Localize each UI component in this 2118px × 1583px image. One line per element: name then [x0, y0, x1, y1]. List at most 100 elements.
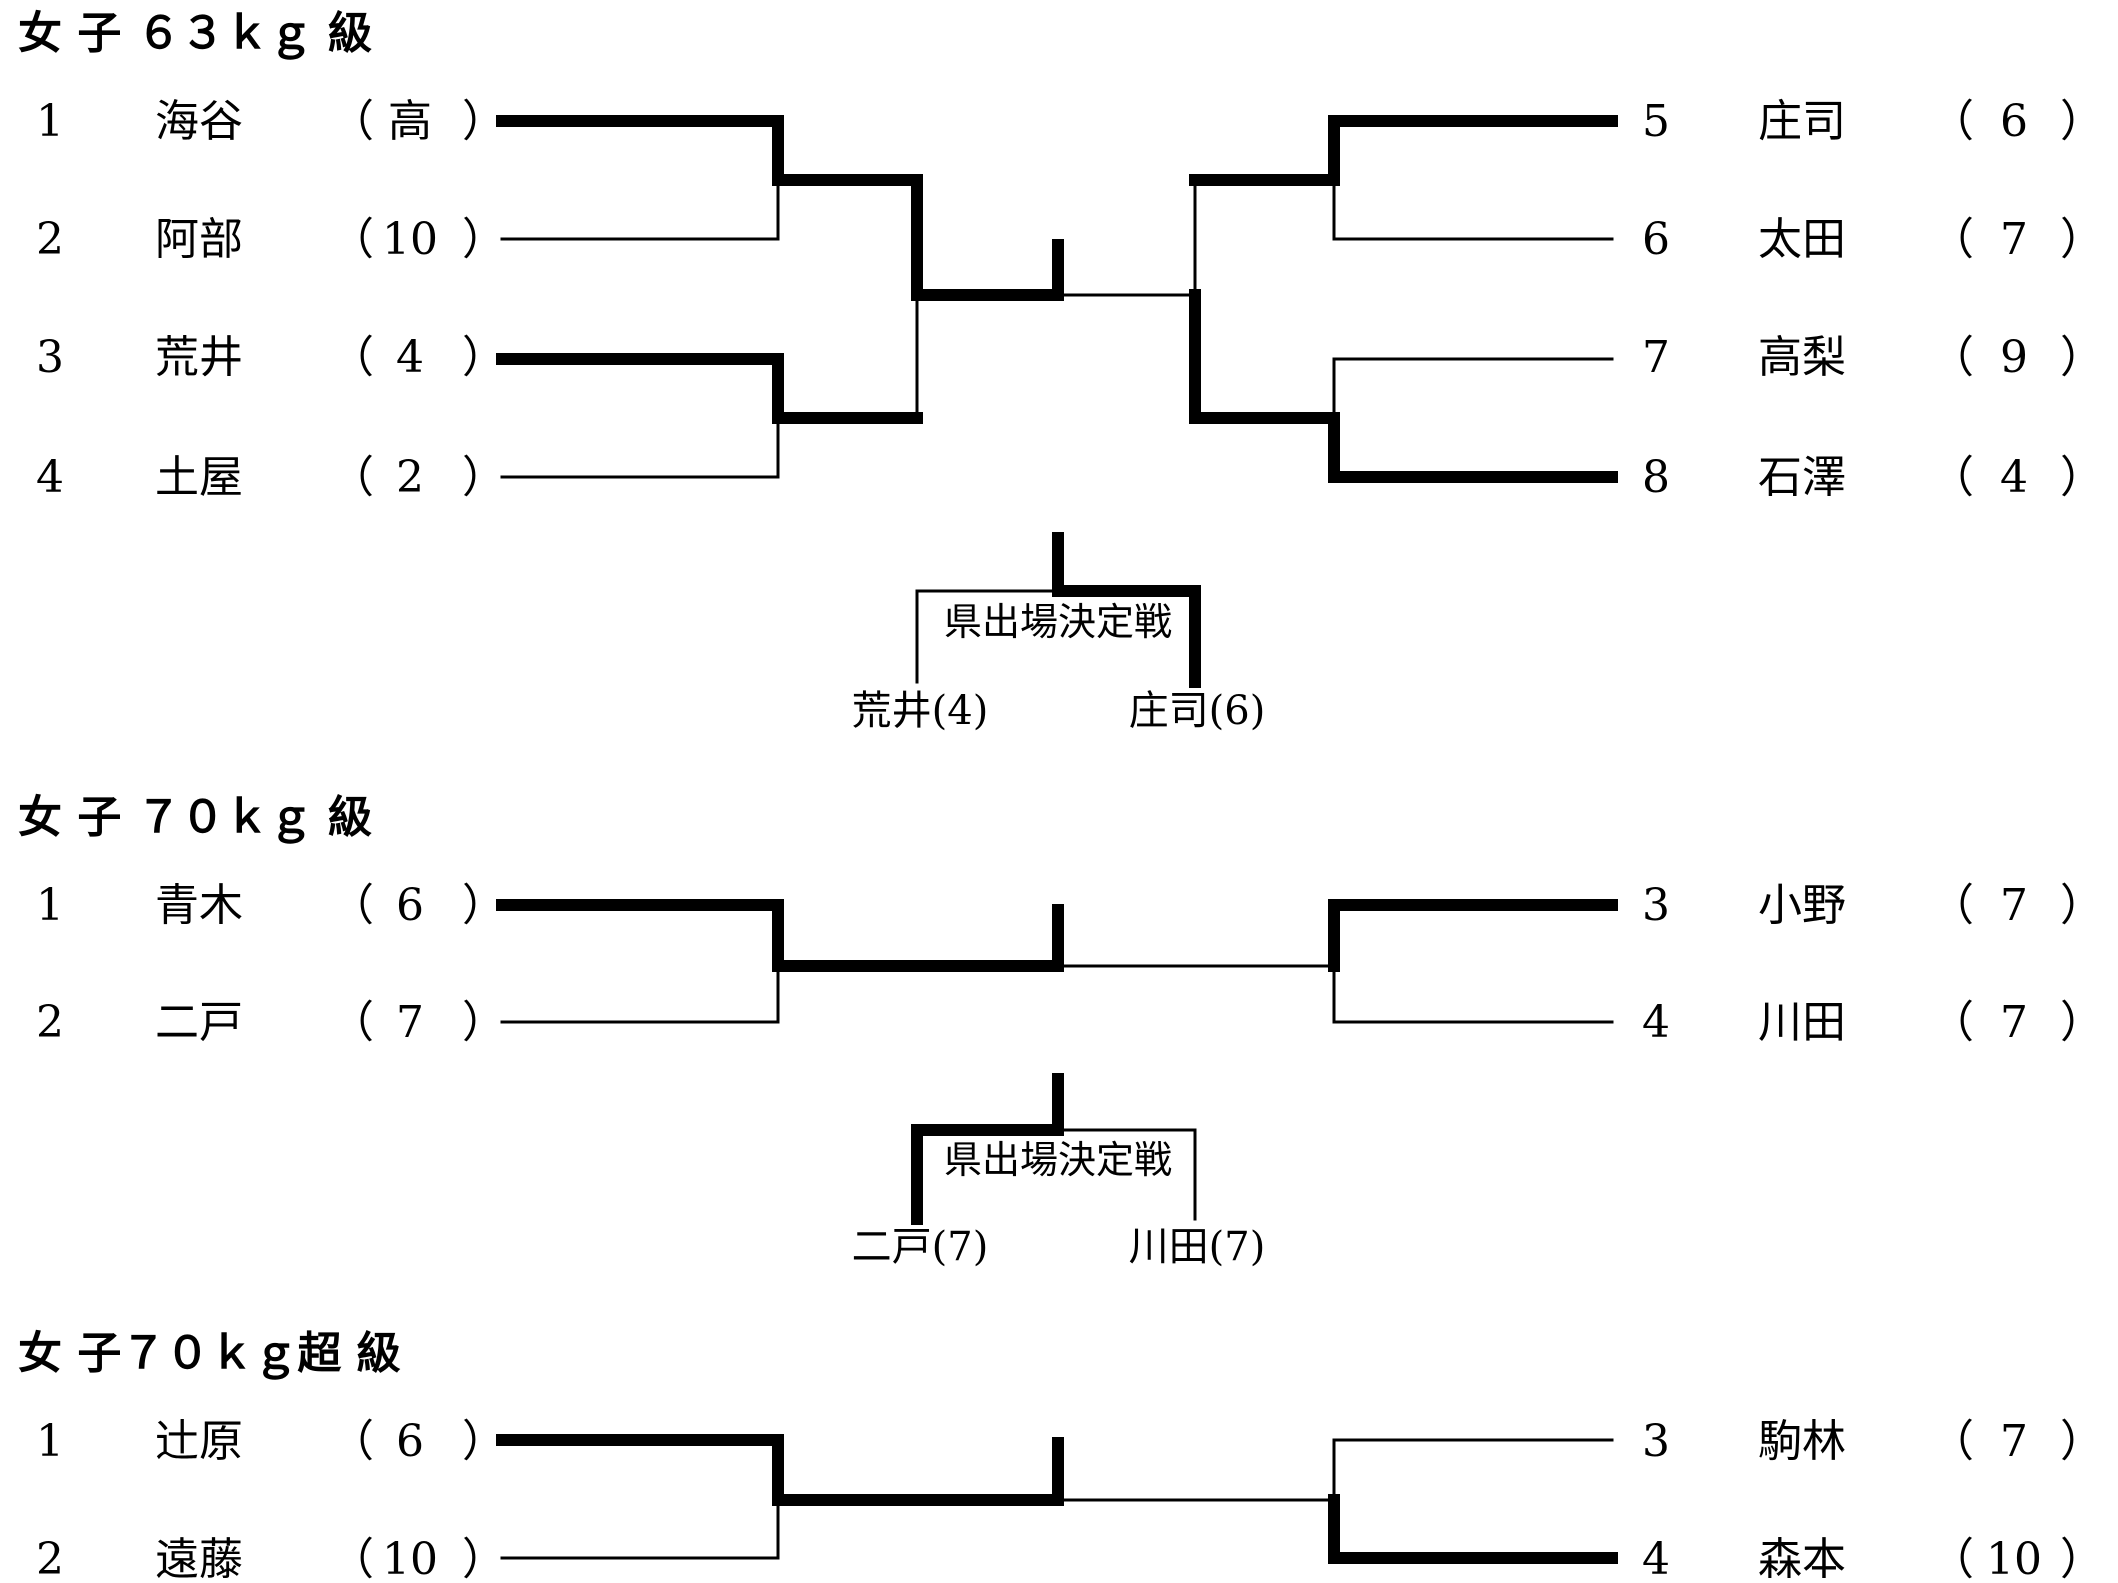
- seed-number: 1: [36, 880, 64, 931]
- playoff-label: 県出場決定戦: [944, 1138, 1172, 1182]
- team-code: 7: [2000, 997, 2028, 1048]
- seed-number: 6: [1642, 214, 1670, 265]
- loser-line: [1332, 1438, 1614, 1502]
- athlete-name: 二戸: [155, 997, 243, 1048]
- left-entry: 2 二戸 （ 7 ）: [36, 997, 506, 1048]
- paren-open: （: [330, 1534, 374, 1583]
- winner-line: [1328, 899, 1618, 972]
- team-code: 2: [396, 452, 424, 503]
- seed-number: 4: [1642, 1534, 1670, 1583]
- bracket: [496, 1434, 1618, 1564]
- paren-close: ）: [2060, 1534, 2104, 1583]
- athlete-name: 阿部: [155, 214, 243, 265]
- playoff-label: 県出場決定戦: [944, 600, 1172, 644]
- playoff-bracket: [911, 1073, 1197, 1225]
- division-title: 女 子７０ｋｇ超 級: [18, 1328, 401, 1380]
- winner-line: [496, 115, 1064, 301]
- loser-line: [1332, 964, 1614, 1024]
- seed-number: 8: [1642, 452, 1670, 503]
- right-entry: 5 庄司 （ 6 ）: [1642, 96, 2104, 147]
- paren-open: （: [1930, 96, 1974, 147]
- athlete-name: 高梨: [1758, 332, 1846, 383]
- division-over-70kg: 女 子７０ｋｇ超 級 1 辻原 （ 6 ） 2 遠藤 （ 10 ） 3 駒林 （…: [18, 1328, 2104, 1583]
- seed-number: 4: [1642, 997, 1670, 1048]
- paren-close: ）: [2060, 1416, 2104, 1467]
- seed-number: 1: [36, 1416, 64, 1467]
- right-entry: 7 高梨 （ 9 ）: [1642, 332, 2104, 383]
- winner-line: [1328, 412, 1618, 483]
- left-entry: 3 荒井 （ 4 ）: [36, 332, 506, 383]
- paren-close: ）: [462, 997, 506, 1048]
- seed-number: 3: [1642, 1416, 1670, 1467]
- loser-line: [1056, 1128, 1197, 1221]
- seed-number: 5: [1642, 96, 1670, 147]
- athlete-name: 青木: [155, 880, 243, 931]
- team-code: 7: [396, 997, 424, 1048]
- left-entry: 1 辻原 （ 6 ）: [36, 1416, 506, 1467]
- athlete-name: 川田: [1758, 997, 1846, 1048]
- team-code: 7: [2000, 880, 2028, 931]
- paren-close: ）: [462, 214, 506, 265]
- athlete-name: 駒林: [1758, 1416, 1846, 1467]
- seed-number: 3: [36, 332, 64, 383]
- athlete-name: 辻原: [155, 1416, 243, 1467]
- winner-line: [496, 1434, 1064, 1506]
- loser-line: [500, 1498, 780, 1560]
- athlete-name: 石澤: [1758, 452, 1846, 503]
- winner-line: [1052, 585, 1201, 688]
- athlete-name: 土屋: [155, 452, 243, 503]
- playoff-right-entry: 川田(7): [1129, 1224, 1266, 1270]
- paren-open: （: [1930, 452, 1974, 503]
- loser-line: [1332, 357, 1614, 420]
- athlete-name: 遠藤: [155, 1534, 243, 1583]
- paren-open: （: [330, 1416, 374, 1467]
- paren-close: ）: [462, 452, 506, 503]
- paren-close: ）: [2060, 96, 2104, 147]
- playoff-bracket: [915, 532, 1201, 688]
- winner-line: [1189, 289, 1340, 424]
- paren-open: （: [1930, 1416, 1974, 1467]
- athlete-name: 太田: [1758, 214, 1846, 265]
- left-entry: 1 青木 （ 6 ）: [36, 880, 506, 931]
- athlete-name: 庄司: [1758, 96, 1846, 147]
- winner-line: [1328, 1494, 1618, 1564]
- left-entry: 4 土屋 （ 2 ）: [36, 452, 506, 503]
- team-code: 6: [396, 1416, 424, 1467]
- paren-close: ）: [2060, 214, 2104, 265]
- playoff-left-entry: 荒井(4): [852, 688, 989, 734]
- paren-open: （: [330, 214, 374, 265]
- team-code: 6: [396, 880, 424, 931]
- paren-open: （: [330, 96, 374, 147]
- winner-line: [911, 1124, 1064, 1225]
- right-entry: 6 太田 （ 7 ）: [1642, 214, 2104, 265]
- bracket-right: [1056, 115, 1618, 483]
- paren-open: （: [330, 997, 374, 1048]
- left-entry: 1 海谷 （ 高 ）: [36, 96, 506, 147]
- right-entry: 4 森本 （ 10 ）: [1642, 1534, 2104, 1583]
- team-code: 4: [2000, 452, 2028, 503]
- athlete-name: 森本: [1758, 1534, 1846, 1583]
- playoff-left-entry: 二戸(7): [852, 1224, 989, 1270]
- loser-line: [915, 589, 1060, 684]
- playoff-right-entry: 庄司(6): [1129, 688, 1266, 734]
- seed-number: 2: [36, 1534, 64, 1583]
- paren-open: （: [1930, 214, 1974, 265]
- paren-close: ）: [462, 1534, 506, 1583]
- paren-open: （: [330, 332, 374, 383]
- division-63kg: 女 子 ６３ｋｇ 級 1 海谷 （ 高 ） 2 阿部 （ 10 ） 3 荒井 （…: [18, 8, 2104, 734]
- team-code: 6: [2000, 96, 2028, 147]
- winner-line: [496, 353, 923, 424]
- division-title: 女 子 ７０ｋｇ 級: [18, 792, 372, 844]
- bracket-left: [496, 115, 1064, 479]
- loser-line: [500, 178, 780, 241]
- paren-open: （: [1930, 1534, 1974, 1583]
- paren-open: （: [330, 452, 374, 503]
- team-code: 7: [2000, 1416, 2028, 1467]
- paren-close: ）: [2060, 332, 2104, 383]
- athlete-name: 小野: [1758, 880, 1846, 931]
- loser-line: [500, 964, 780, 1024]
- division-title: 女 子 ６３ｋｇ 級: [18, 8, 372, 60]
- winner-line: [496, 899, 1064, 972]
- team-code: 7: [2000, 214, 2028, 265]
